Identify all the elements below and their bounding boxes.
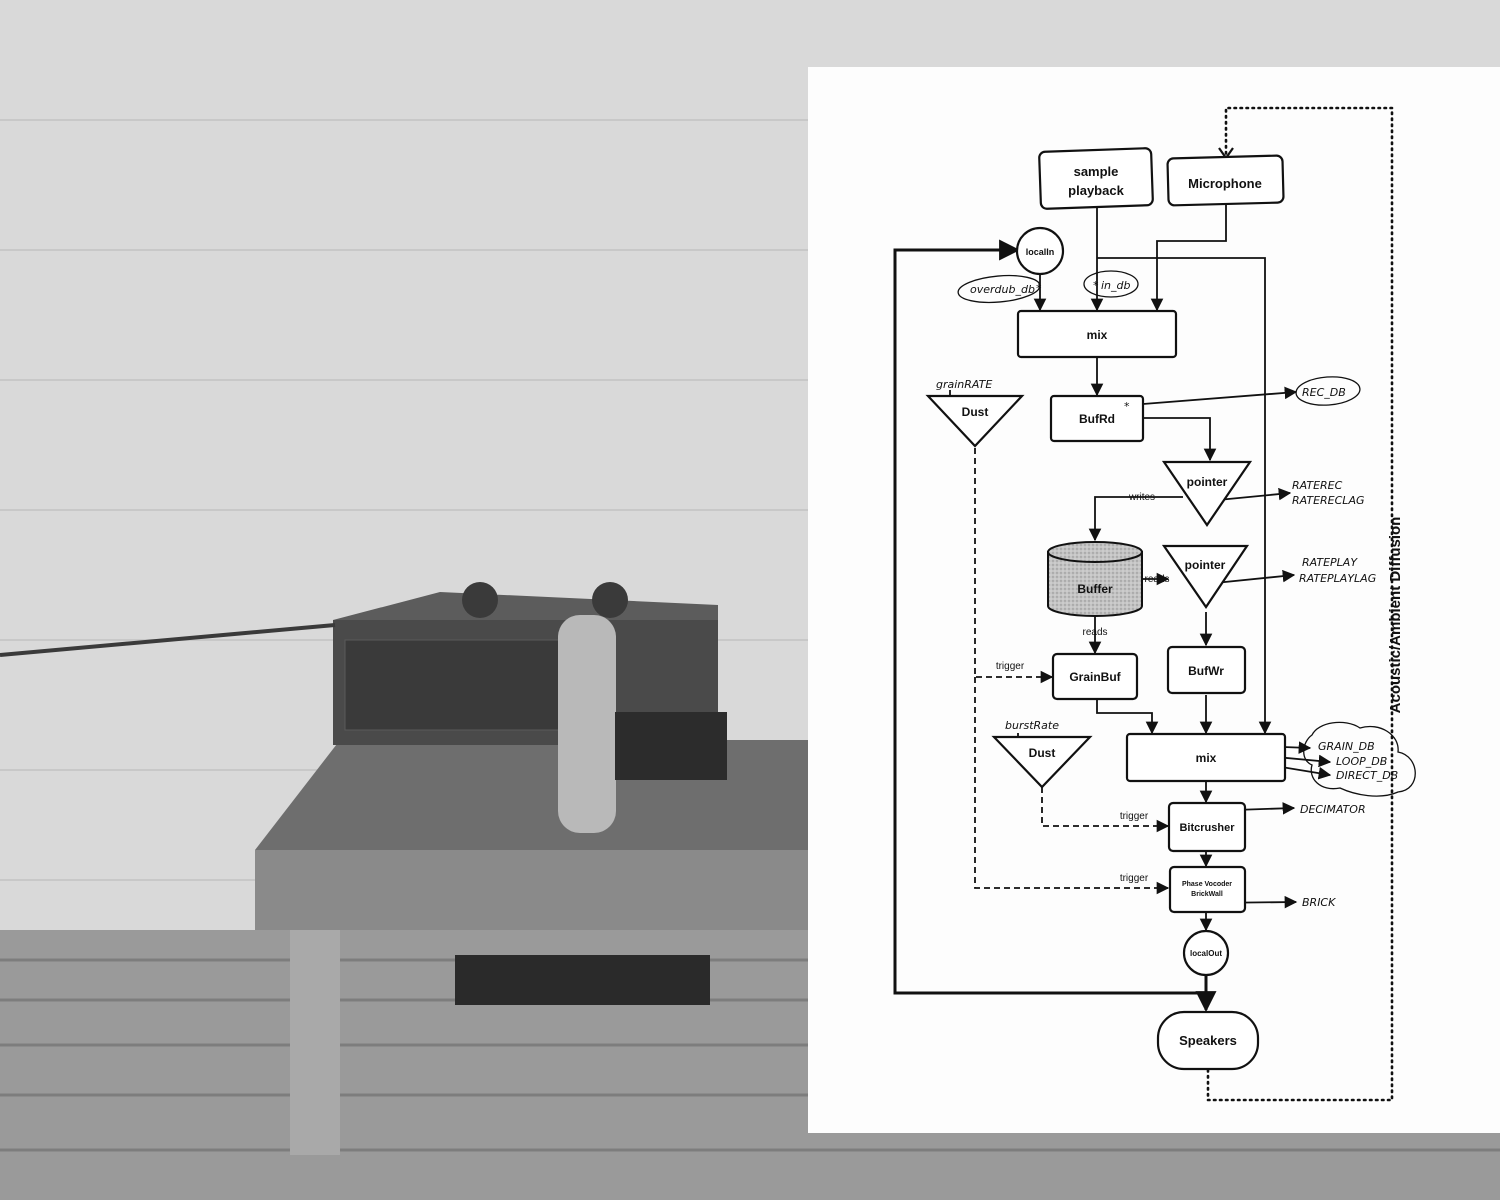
- writes-label: writes: [1128, 492, 1155, 503]
- trigger-grain-label: trigger: [996, 661, 1025, 672]
- burst-rate-note: burstRate: [1005, 719, 1059, 732]
- decimator-note: DECIMATOR: [1300, 803, 1366, 816]
- dust-bottom-label: Dust: [1029, 746, 1056, 760]
- node-localin: localIn: [1015, 226, 1065, 276]
- mix-bottom-label: mix: [1196, 751, 1217, 765]
- node-phase-vocoder: Phase Vocoder BrickWall: [1168, 865, 1247, 914]
- sample-playback-label-2: playback: [1068, 183, 1124, 198]
- edge-bufrd-to-pointer: [1143, 417, 1217, 462]
- multiply-mark-bufrd: *: [1124, 400, 1130, 413]
- node-pointer-rec: pointer: [1161, 460, 1253, 527]
- trigger-bitcrusher-label: trigger: [1120, 811, 1149, 822]
- node-grainbuf: GrainBuf: [1051, 652, 1139, 701]
- rec-db-note: REC_DB: [1302, 386, 1346, 399]
- brick-note: BRICK: [1302, 896, 1336, 909]
- handwritten-annotations: overdub_db * * in_db grainRATE * REC_DB …: [936, 270, 1416, 909]
- node-bitcrusher: Bitcrusher: [1167, 801, 1247, 853]
- loop-db-note: LOOP_DB: [1336, 755, 1387, 768]
- edge-pointer-to-raterec: [1217, 487, 1292, 501]
- buffer-label: Buffer: [1077, 582, 1113, 596]
- edge-sample-to-bottom-mix: [1097, 257, 1272, 735]
- bufrd-label: BufRd: [1079, 412, 1115, 426]
- multiply-mark-in: *: [1093, 279, 1099, 292]
- signal-flow-diagram: sample playback Microphone localIn mix D…: [893, 106, 1416, 1102]
- power-strip: [455, 955, 710, 1005]
- reads-down-label: reads: [1082, 627, 1107, 638]
- db-cloud: [1303, 721, 1416, 797]
- diagram-sheet: [808, 67, 1500, 1133]
- acoustic-diffusion-label: Acoustic/Ambient Diffusion: [1387, 517, 1404, 714]
- bufwr-label: BufWr: [1188, 664, 1224, 678]
- small-device: [615, 712, 727, 780]
- mix-top-label: mix: [1087, 328, 1108, 342]
- edge-pointer-writes-buffer: [1088, 496, 1183, 542]
- node-microphone: Microphone: [1166, 154, 1285, 207]
- speakers-label: Speakers: [1179, 1033, 1237, 1048]
- trigger-phase-label: trigger: [1120, 873, 1149, 884]
- rate-rec-lag-note: RATERECLAG: [1292, 494, 1365, 507]
- node-mix-top: mix: [1016, 309, 1178, 359]
- edge-bufrd-to-recdb: [1142, 386, 1298, 405]
- grain-db-note: GRAIN_DB: [1318, 740, 1375, 753]
- edge-pointer-to-rateplay: [1214, 569, 1296, 584]
- node-dust-bottom: Dust: [991, 735, 1093, 789]
- phase-vocoder-label-1: Phase Vocoder: [1182, 881, 1232, 888]
- edge-grainbuf-to-mix: [1096, 700, 1159, 735]
- node-localout: localOut: [1182, 929, 1230, 977]
- microphone-label: Microphone: [1188, 176, 1262, 191]
- localout-label: localOut: [1190, 949, 1222, 958]
- rate-rec-note: RATEREC: [1292, 479, 1343, 492]
- edge-dust-trigger-bitcrusher: [1041, 787, 1170, 833]
- node-pointer-play: pointer: [1161, 544, 1250, 609]
- dust-top-label: Dust: [962, 405, 989, 419]
- rate-play-lag-note: RATEPLAYLAG: [1299, 572, 1376, 585]
- edge-acoustic-diffusion: [1206, 106, 1394, 1102]
- edges: [893, 106, 1394, 1102]
- bitcrusher-label: Bitcrusher: [1179, 822, 1235, 834]
- node-mix-bottom: mix: [1125, 732, 1287, 783]
- node-sample-playback: sample playback: [1038, 147, 1154, 210]
- in-db-note: in_db: [1101, 279, 1131, 292]
- edge-feedback-loop: [893, 239, 1208, 995]
- node-dust-top: Dust: [925, 394, 1025, 448]
- direct-db-note: DIRECT_DB: [1336, 769, 1398, 782]
- edge-dust-trigger-phasevocoder: [974, 677, 1170, 895]
- water-bottle: [558, 615, 616, 833]
- localin-label: localIn: [1026, 247, 1055, 257]
- overdub-db-note: overdub_db: [970, 283, 1035, 296]
- pointer-play-label: pointer: [1185, 558, 1226, 572]
- node-buffer: Buffer: [1047, 541, 1143, 617]
- pointer-rec-label: pointer: [1187, 475, 1228, 489]
- node-speakers: Speakers: [1156, 1010, 1260, 1071]
- phase-vocoder-label-2: BrickWall: [1191, 891, 1223, 898]
- sample-playback-label-1: sample: [1074, 164, 1119, 179]
- edge-microphone-to-mix: [1150, 205, 1227, 312]
- node-bufwr: BufWr: [1166, 645, 1247, 695]
- overdub-multiply-mark: *: [1036, 282, 1042, 295]
- edge-dust-trigger-grainbuf: [974, 448, 1054, 684]
- node-bufrd: BufRd: [1049, 394, 1145, 443]
- reads-right-label: reads: [1144, 574, 1169, 585]
- cable: [0, 623, 336, 657]
- rate-play-note: RATEPLAY: [1302, 556, 1358, 569]
- grainbuf-label: GrainBuf: [1069, 670, 1121, 684]
- grain-rate-note: grainRATE: [936, 378, 992, 391]
